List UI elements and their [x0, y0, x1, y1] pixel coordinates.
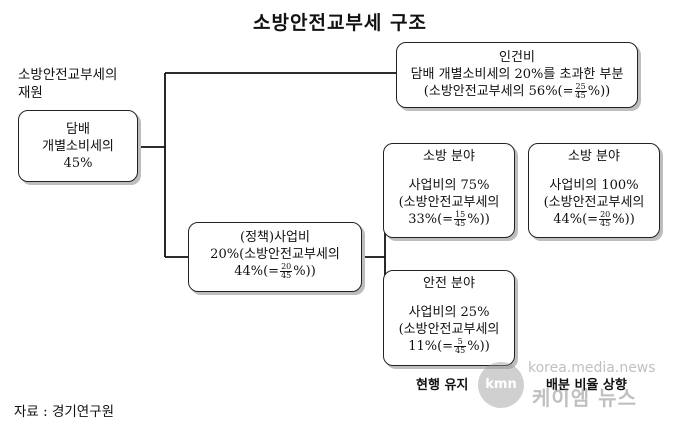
fire-current-line1: 사업비의 75% — [408, 178, 490, 193]
tobacco-line2: 개별소비세의 — [42, 139, 114, 154]
watermark-site: korea.media.news — [528, 360, 656, 376]
fire-current-prefix: 33%(= — [408, 212, 454, 227]
fire-raised-line2: (소방안전교부세의 — [543, 195, 645, 210]
personnel-line2: 담배 개별소비세의 20%를 초과한 부분 — [410, 67, 624, 82]
safety-num: 5 — [454, 338, 467, 347]
personnel-line1: 인건비 — [499, 50, 535, 65]
safety-line2: (소방안전교부세의 — [398, 322, 500, 337]
fire-raised-den: 45 — [600, 219, 611, 228]
tobacco-line3: 45% — [63, 156, 93, 171]
policy-line1: (정책)사업비 — [240, 230, 310, 245]
fire-raised-line1: 사업비의 100% — [549, 178, 639, 193]
safety-suffix: %)) — [467, 339, 490, 354]
ratio-increase-label: 배분 비율 상향 — [546, 378, 627, 393]
current-policy-label: 현행 유지 — [416, 378, 469, 393]
watermark-brand: 케이엠 뉴스 — [532, 386, 637, 410]
personnel-prefix: (소방안전교부세의 56%(= — [423, 84, 574, 99]
fire-raised-num: 20 — [599, 210, 612, 220]
safety-line1: 사업비의 25% — [408, 305, 490, 320]
fire-raised-head: 소방 분야 — [568, 149, 620, 164]
fire-current-line2: (소방안전교부세의 — [398, 195, 500, 210]
tobacco-box: 담배 개별소비세의 45% — [18, 110, 138, 182]
fire-raised-suffix: %)) — [612, 212, 635, 227]
safety-prefix: 11%(= — [408, 339, 454, 354]
policy-line2: 20%(소방안전교부세의 — [210, 247, 340, 262]
source-label-line2: 재원 — [18, 85, 43, 101]
fire-current-suffix: %)) — [467, 212, 490, 227]
watermark-logo: kmn — [478, 362, 524, 408]
safety-den: 45 — [455, 346, 466, 355]
personnel-num: 25 — [574, 82, 587, 92]
safety-head: 안전 분야 — [423, 276, 475, 291]
policy-num: 20 — [280, 262, 293, 272]
source-label: 소방안전교부세의 재원 — [18, 66, 117, 102]
policy-den: 45 — [281, 271, 292, 280]
fire-raised-prefix: 44%(= — [553, 212, 599, 227]
fire-current-den: 45 — [455, 219, 466, 228]
credit-text: 자료 : 경기연구원 — [14, 404, 115, 420]
personnel-den: 45 — [575, 91, 586, 100]
fire-current-head: 소방 분야 — [423, 149, 475, 164]
policy-suffix: %)) — [293, 264, 316, 279]
personnel-suffix: %)) — [587, 84, 611, 99]
diagram-title: 소방안전교부세 구조 — [253, 12, 427, 34]
fire-current-num: 15 — [454, 210, 467, 220]
policy-prefix: 44%(= — [234, 264, 280, 279]
tobacco-line1: 담배 — [66, 122, 90, 137]
source-label-line1: 소방안전교부세의 — [18, 67, 118, 83]
personnel-box: 인건비 담배 개별소비세의 20%를 초과한 부분 (소방안전교부세의 56%(… — [396, 42, 638, 108]
